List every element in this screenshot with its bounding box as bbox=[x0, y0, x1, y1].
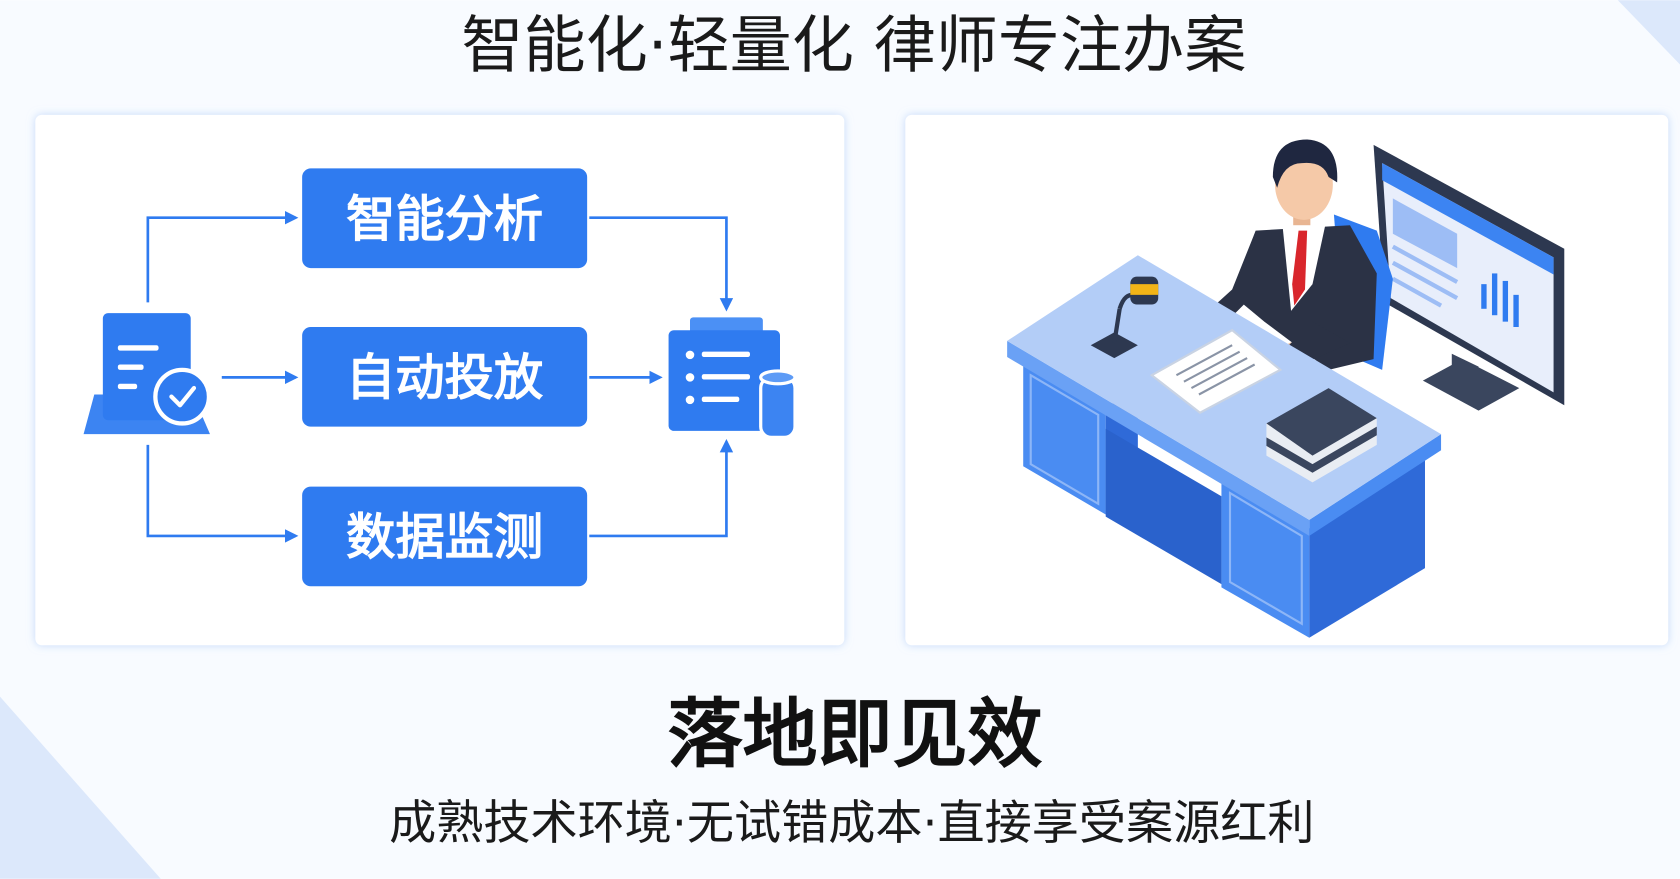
list-database-icon bbox=[668, 317, 797, 439]
flow-step-monitoring: 数据监测 bbox=[302, 486, 588, 587]
arrow-to-analysis bbox=[146, 211, 299, 303]
step-label: 智能分析 bbox=[346, 190, 543, 248]
step-label: 数据监测 bbox=[346, 508, 543, 566]
lawyer-at-desk-illustration bbox=[1007, 139, 1565, 638]
footer: 落地即见效 成熟技术环境·无试错成本·直接享受案源红利 bbox=[267, 690, 1442, 851]
arrow-analysis-to-output bbox=[589, 216, 734, 312]
flow-step-delivery: 自动投放 bbox=[302, 327, 588, 427]
illustration-card bbox=[905, 114, 1669, 646]
flow-connectors bbox=[146, 211, 734, 543]
step-label: 自动投放 bbox=[346, 348, 544, 406]
arrow-to-monitoring bbox=[146, 444, 299, 543]
document-check-icon bbox=[83, 313, 212, 435]
headline: 落地即见效 bbox=[667, 690, 1042, 778]
flow-step-analysis: 智能分析 bbox=[302, 168, 588, 269]
page-title: 智能化·轻量化 律师专注办案 bbox=[461, 9, 1246, 82]
arrow-monitoring-to-output bbox=[589, 438, 734, 538]
header: 智能化·轻量化 律师专注办案 bbox=[192, 9, 1522, 82]
flow-card: 智能分析 自动投放 数据监测 bbox=[35, 114, 845, 646]
tagline: 成熟技术环境·无试错成本·直接享受案源红利 bbox=[389, 796, 1314, 851]
